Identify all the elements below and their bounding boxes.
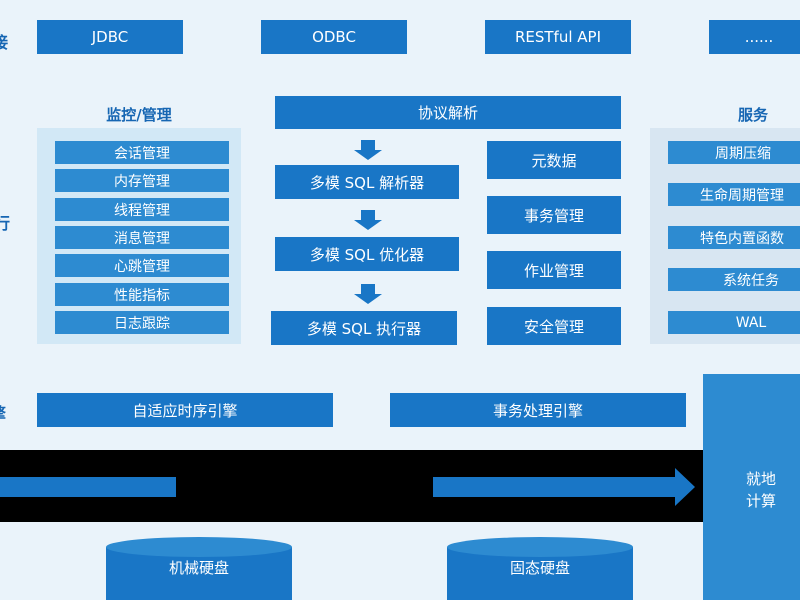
security-mgmt-box: 安全管理 (487, 307, 621, 345)
hdd-label: 机械硬盘 (168, 558, 229, 577)
services-title: 服务 (738, 106, 769, 124)
hdd-cylinder-icon (106, 537, 292, 600)
down-arrow-icon (354, 284, 382, 304)
monitor-title: 监控/管理 (106, 106, 172, 124)
down-arrow-icon (354, 140, 382, 160)
monitor-item: 内存管理 (55, 169, 229, 192)
monitor-item: 会话管理 (55, 141, 229, 164)
engine-side-label: 擎 (0, 400, 6, 424)
ssd-cylinder-icon (447, 537, 633, 600)
restful-api-box: RESTful API (485, 20, 631, 54)
sql-optimizer-box: 多模 SQL 优化器 (275, 237, 459, 271)
service-item: WAL (668, 311, 800, 334)
monitor-item: 消息管理 (55, 226, 229, 249)
local-compute-box (703, 374, 800, 600)
interface-side-label: 接 (0, 33, 9, 52)
monitor-item: 心跳管理 (55, 254, 229, 277)
transaction-mgmt-box: 事务管理 (487, 196, 621, 234)
execution-side-label: 行 (0, 214, 11, 233)
sql-executor-box: 多模 SQL 执行器 (271, 311, 457, 345)
monitor-item: 日志跟踪 (55, 311, 229, 334)
monitor-item: 线程管理 (55, 198, 229, 221)
ssd-label: 固态硬盘 (509, 558, 570, 577)
transaction-engine-box: 事务处理引擎 (390, 393, 686, 427)
service-item: 周期压缩 (668, 141, 800, 164)
service-item: 特色内置函数 (668, 226, 800, 249)
metadata-box: 元数据 (487, 141, 621, 179)
timeseries-engine-box: 自适应时序引擎 (37, 393, 333, 427)
flow-bar-left (0, 477, 176, 497)
pipeline-arrows (354, 140, 382, 304)
odbc-box: ODBC (261, 20, 407, 54)
down-arrow-icon (354, 210, 382, 230)
service-item: 系统任务 (668, 268, 800, 291)
more-interfaces-box: ...... (709, 20, 800, 54)
sql-parser-box: 多模 SQL 解析器 (275, 165, 459, 199)
monitor-item: 性能指标 (55, 283, 229, 306)
local-compute-label: 就地 计算 (746, 470, 777, 510)
protocol-parser-box: 协议解析 (275, 96, 621, 129)
jdbc-box: JDBC (37, 20, 183, 54)
job-mgmt-box: 作业管理 (487, 251, 621, 289)
service-item: 生命周期管理 (668, 183, 800, 206)
right-arrow-icon (433, 468, 695, 506)
